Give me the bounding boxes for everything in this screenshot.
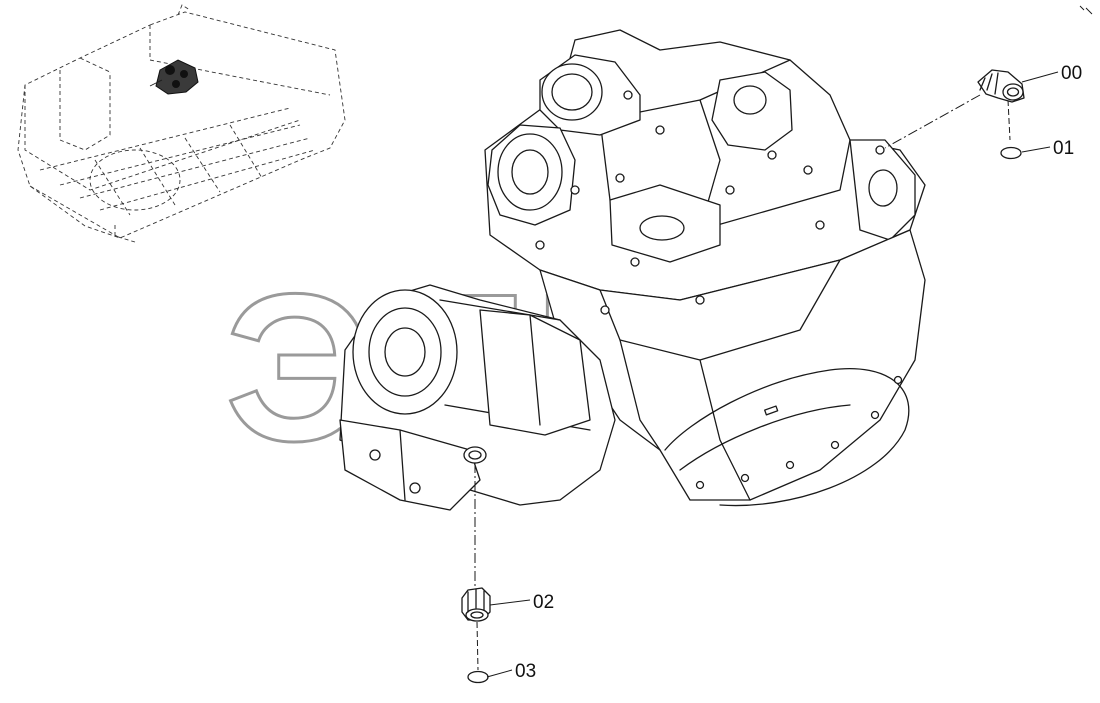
- callout-01[interactable]: 01: [1053, 138, 1074, 159]
- leader-lines: [474, 71, 1059, 678]
- o-ring-icon[interactable]: [467, 670, 489, 684]
- o-ring-icon[interactable]: [1000, 146, 1022, 160]
- locator-inset: [17, 4, 346, 243]
- plug-icon[interactable]: [461, 587, 491, 622]
- callout-00[interactable]: 00: [1061, 63, 1082, 84]
- callout-labels: 00 01 02 03: [515, 63, 1082, 682]
- inset-pump-highlight: [149, 59, 199, 95]
- elbow-fitting-icon[interactable]: [977, 69, 1025, 103]
- pump-assembly: [339, 29, 926, 511]
- callout-03[interactable]: 03: [515, 661, 536, 682]
- corner-mark: [1079, 5, 1093, 15]
- callout-02[interactable]: 02: [533, 592, 554, 613]
